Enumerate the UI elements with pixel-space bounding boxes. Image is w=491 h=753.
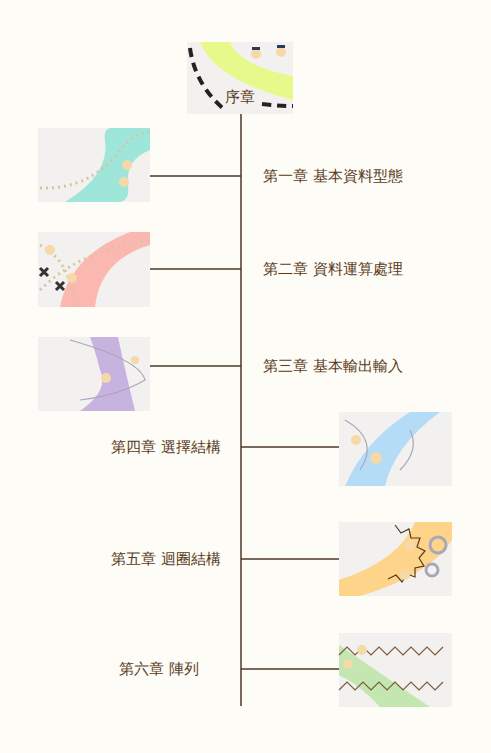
chapter-thumbnail [38,128,150,202]
chapter-thumbnail [339,522,452,596]
branch-lines [150,176,339,669]
chapter-title: 第六章 陣列 [119,660,199,678]
chapter-title: 第一章 基本資料型態 [263,167,403,185]
chapter-thumbnail [38,232,150,307]
chapter-thumbnail [339,412,452,486]
chapter-title: 第四章 選擇結構 [111,438,221,456]
chapter-node: 序章 [187,42,293,114]
chapter-title: 第三章 基本輸出輸入 [263,357,403,375]
timeline-axis [240,114,242,706]
chapter-thumbnail [339,633,452,707]
chapter-title: 第五章 迴圈結構 [111,550,221,568]
chapter-title: 第二章 資料運算處理 [263,260,403,278]
node-title: 序章 [222,88,258,106]
chapter-thumbnail [38,337,150,411]
prologue-thumbnail [187,42,293,114]
